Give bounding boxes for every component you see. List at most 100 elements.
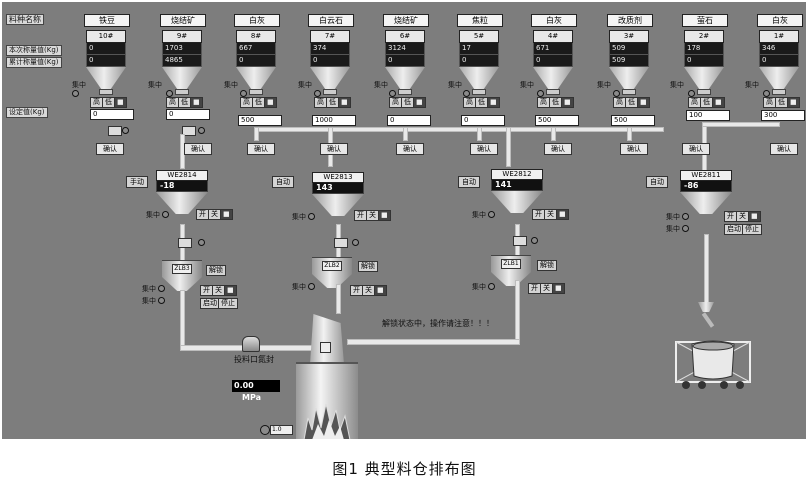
confirm-button[interactable]: 确认 xyxy=(682,143,710,155)
confirm-button[interactable]: 确认 xyxy=(247,143,275,155)
setpoint-input[interactable]: 0 xyxy=(166,109,210,120)
central-indicator[interactable] xyxy=(537,90,544,97)
hopper xyxy=(162,67,202,89)
hopper xyxy=(533,67,573,89)
confirm-button[interactable]: 确认 xyxy=(620,143,648,155)
central-indicator[interactable] xyxy=(688,90,695,97)
gate-valve[interactable] xyxy=(513,236,527,246)
central-indicator[interactable] xyxy=(308,283,315,290)
stop-indicator[interactable]: ■ xyxy=(224,285,237,296)
feed-valve[interactable] xyxy=(182,126,196,136)
confirm-button[interactable]: 确认 xyxy=(96,143,124,155)
bin-2-name: 萤石 xyxy=(682,14,728,27)
confirm-button[interactable]: 确认 xyxy=(320,143,348,155)
setpoint-input[interactable]: 0 xyxy=(90,109,134,120)
hopper xyxy=(459,67,499,89)
stop-indicator[interactable]: ■ xyxy=(413,97,426,108)
stop-indicator[interactable]: ■ xyxy=(556,209,569,220)
scale-tag: WE2813 xyxy=(312,172,364,183)
mode-button[interactable]: 自动 xyxy=(272,176,294,188)
stop-indicator[interactable]: ■ xyxy=(374,285,387,296)
current-weight: 17 xyxy=(459,43,499,55)
bin-3-name: 改质剂 xyxy=(607,14,653,27)
central-indicator[interactable] xyxy=(613,90,620,97)
stop-button[interactable]: 停止 xyxy=(742,224,762,235)
mode-button[interactable]: 自动 xyxy=(646,176,668,188)
mode-button[interactable]: 自动 xyxy=(458,176,480,188)
central-indicator[interactable] xyxy=(158,285,165,292)
bin-8-name: 白灰 xyxy=(234,14,280,27)
scale-reading: 143 xyxy=(312,183,364,194)
valve-indicator xyxy=(122,127,129,134)
central-indicator[interactable] xyxy=(763,90,770,97)
central-indicator[interactable] xyxy=(682,225,689,232)
stop-indicator[interactable]: ■ xyxy=(561,97,574,108)
setpoint-input[interactable]: 300 xyxy=(761,110,805,121)
setpoint-input[interactable]: 500 xyxy=(535,115,579,126)
stop-indicator[interactable]: ■ xyxy=(114,97,127,108)
gate-valve[interactable] xyxy=(334,238,348,248)
setpoint-input[interactable]: 500 xyxy=(611,115,655,126)
start-button[interactable]: 启动 xyxy=(724,224,744,235)
buffer-hopper-zlb3: ZLB3 xyxy=(162,260,202,291)
confirm-button[interactable]: 确认 xyxy=(396,143,424,155)
confirm-button[interactable]: 确认 xyxy=(470,143,498,155)
setpoint-input[interactable]: 1000 xyxy=(312,115,356,126)
stop-indicator[interactable]: ■ xyxy=(637,97,650,108)
central-indicator[interactable] xyxy=(682,213,689,220)
buffer-tag: ZLB2 xyxy=(322,261,342,271)
central-indicator[interactable] xyxy=(314,90,321,97)
central-indicator[interactable] xyxy=(240,90,247,97)
central-indicator[interactable] xyxy=(389,90,396,97)
unlock-button[interactable]: 解锁 xyxy=(358,261,378,272)
nitrogen-seal-valve[interactable] xyxy=(242,336,260,352)
central-indicator[interactable] xyxy=(162,211,169,218)
setpoint-input[interactable]: 0 xyxy=(387,115,431,126)
confirm-button[interactable]: 确认 xyxy=(184,143,212,155)
start-button[interactable]: 启动 xyxy=(200,298,220,309)
furnace-flame xyxy=(302,400,352,439)
stop-indicator[interactable]: ■ xyxy=(190,97,203,108)
central-indicator[interactable] xyxy=(488,283,495,290)
central-indicator[interactable] xyxy=(72,90,79,97)
stop-indicator[interactable]: ■ xyxy=(712,97,725,108)
central-indicator[interactable] xyxy=(308,213,315,220)
confirm-button[interactable]: 确认 xyxy=(544,143,572,155)
current-weight: 346 xyxy=(759,43,799,55)
stop-indicator[interactable]: ■ xyxy=(487,97,500,108)
hopper-neck xyxy=(323,89,337,95)
stop-button[interactable]: 停止 xyxy=(218,298,238,309)
central-indicator[interactable] xyxy=(488,211,495,218)
central-indicator[interactable] xyxy=(166,90,173,97)
gate-valve[interactable] xyxy=(178,238,192,248)
central-indicator[interactable] xyxy=(463,90,470,97)
bin-5: 5# 17 0 xyxy=(459,30,499,95)
bin-number: 5# xyxy=(459,30,499,43)
stop-indicator[interactable]: ■ xyxy=(748,211,761,222)
unlock-button[interactable]: 解锁 xyxy=(537,260,557,271)
stop-indicator[interactable]: ■ xyxy=(338,97,351,108)
buffer-tag: ZLB3 xyxy=(172,264,192,274)
main-pipe xyxy=(180,290,185,350)
stop-indicator[interactable]: ■ xyxy=(552,283,565,294)
stop-indicator[interactable]: ■ xyxy=(220,209,233,220)
setpoint-input[interactable]: 500 xyxy=(238,115,282,126)
valve-indicator xyxy=(352,239,359,246)
central-indicator[interactable] xyxy=(158,297,165,304)
hopper xyxy=(385,67,425,89)
mode-button[interactable]: 手动 xyxy=(126,176,148,188)
setpoint-input[interactable]: 100 xyxy=(686,110,730,121)
stop-indicator[interactable]: ■ xyxy=(264,97,277,108)
unlock-button[interactable]: 解锁 xyxy=(206,265,226,276)
stop-indicator[interactable]: ■ xyxy=(787,97,800,108)
confirm-button[interactable]: 确认 xyxy=(770,143,798,155)
cumulative-weight: 509 xyxy=(609,55,649,67)
setpoint-input[interactable]: 0 xyxy=(461,115,505,126)
central-label: 集中 xyxy=(142,285,156,293)
stop-indicator[interactable]: ■ xyxy=(378,210,391,221)
bin-10-name: 铁豆 xyxy=(84,14,130,27)
feed-valve[interactable] xyxy=(108,126,122,136)
cumulative-weight: 0 xyxy=(310,55,350,67)
bin-number: 7# xyxy=(310,30,350,43)
hopper-neck xyxy=(697,89,711,95)
